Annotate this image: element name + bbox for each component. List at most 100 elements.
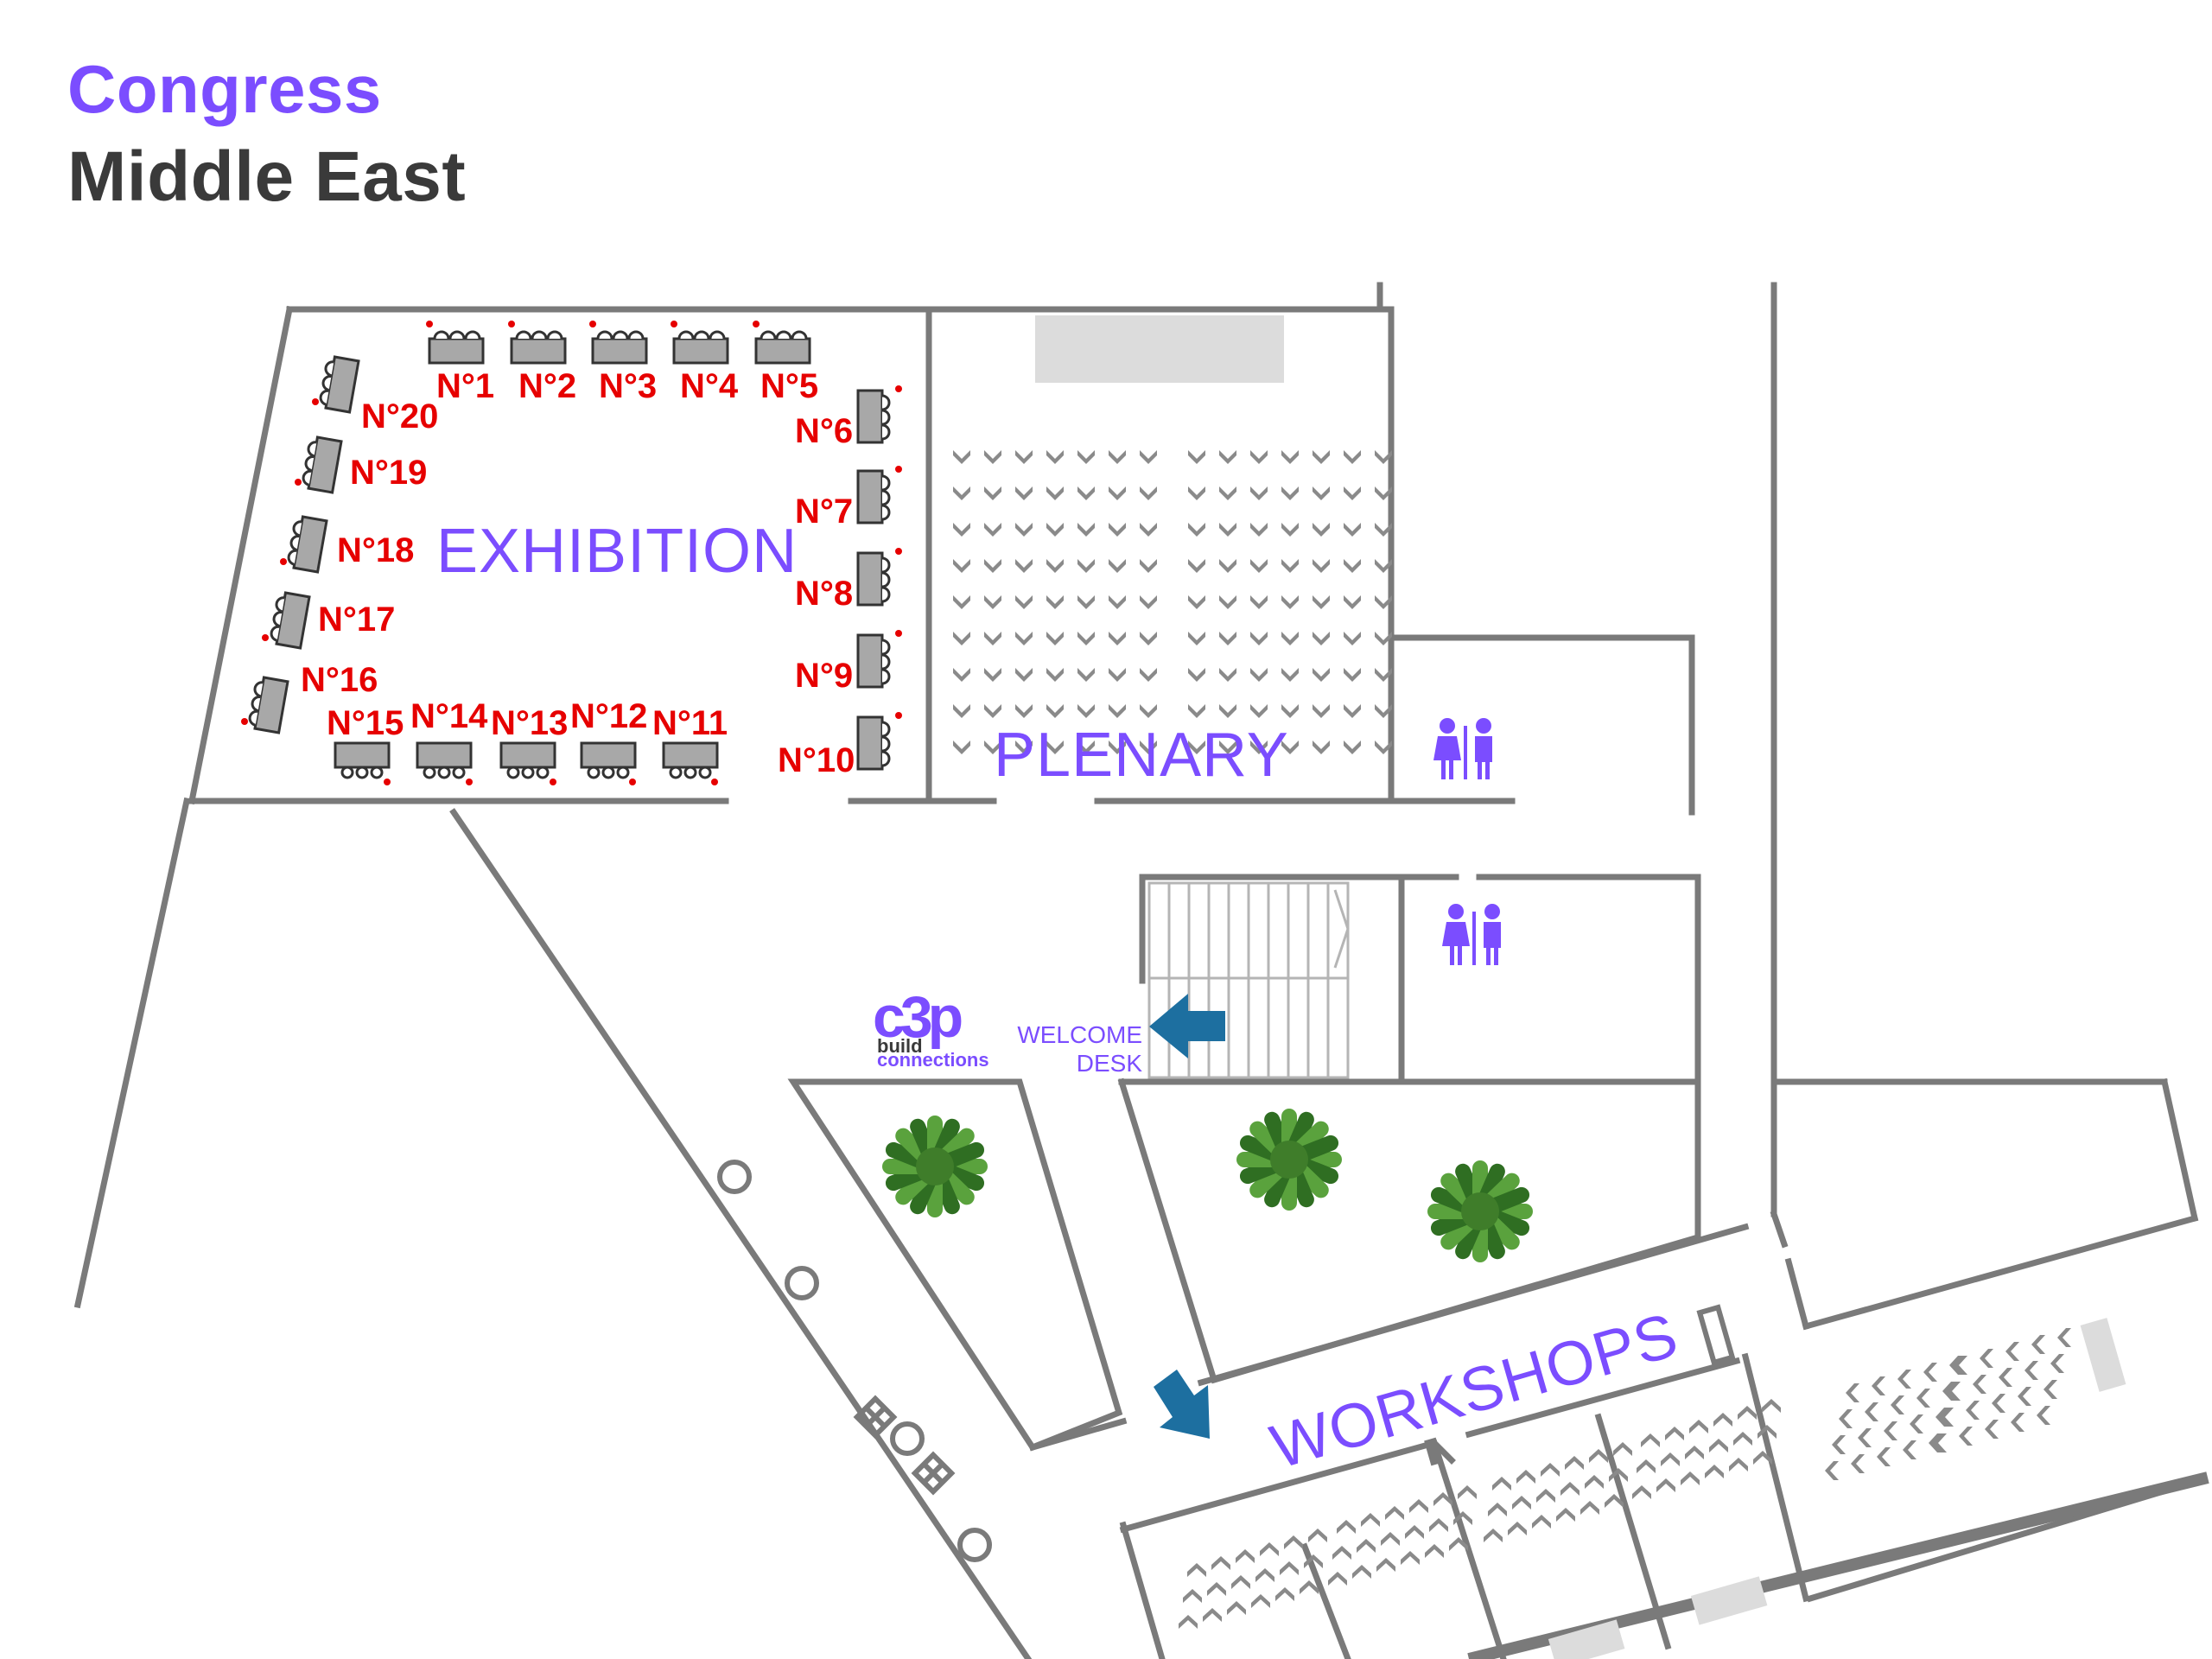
booth-17[interactable] bbox=[270, 591, 311, 650]
seat bbox=[1077, 450, 1095, 464]
seat bbox=[1077, 632, 1095, 645]
plant-icon bbox=[1236, 1109, 1342, 1211]
seat bbox=[1077, 559, 1095, 573]
seat bbox=[1313, 632, 1330, 645]
booth-7[interactable] bbox=[856, 469, 891, 524]
booth-table bbox=[499, 741, 556, 769]
build-connections-logo: c3p build connections bbox=[873, 984, 989, 1071]
booth-11[interactable] bbox=[662, 741, 719, 779]
seat bbox=[1999, 1368, 2012, 1387]
seat bbox=[1738, 1406, 1757, 1420]
booth-16[interactable] bbox=[248, 676, 289, 734]
seat bbox=[1565, 1456, 1584, 1470]
seat bbox=[2005, 1342, 2019, 1361]
seat bbox=[1250, 486, 1268, 500]
seat bbox=[1219, 668, 1236, 682]
seat bbox=[1140, 595, 1157, 609]
booth-label-2: N°2 bbox=[518, 367, 576, 405]
booth-marker bbox=[312, 398, 319, 405]
seat bbox=[1109, 668, 1126, 682]
booth-5[interactable] bbox=[754, 330, 811, 365]
booth-12[interactable] bbox=[580, 741, 637, 779]
seat bbox=[1046, 523, 1064, 537]
seat bbox=[984, 668, 1001, 682]
seat bbox=[1313, 668, 1330, 682]
booth-1[interactable] bbox=[428, 330, 485, 365]
booth-15[interactable] bbox=[334, 741, 391, 779]
seat bbox=[1832, 1435, 1846, 1454]
seat bbox=[1227, 1601, 1246, 1615]
seat bbox=[1376, 1558, 1395, 1572]
seat bbox=[984, 632, 1001, 645]
booth-marker bbox=[895, 385, 902, 392]
pillar-icon bbox=[957, 1528, 992, 1562]
booth-table bbox=[334, 741, 391, 769]
booth-2[interactable] bbox=[510, 330, 567, 365]
seat bbox=[1188, 595, 1205, 609]
seat bbox=[1183, 1589, 1202, 1603]
seat bbox=[1492, 1477, 1511, 1491]
booth-table bbox=[754, 337, 811, 365]
seat bbox=[1613, 1442, 1632, 1456]
booth-label-12: N°12 bbox=[570, 697, 647, 735]
seat bbox=[1260, 1542, 1279, 1556]
seat bbox=[1665, 1427, 1684, 1440]
seat bbox=[953, 632, 970, 645]
booth-19[interactable] bbox=[302, 435, 343, 494]
booth-marker bbox=[280, 558, 287, 565]
seat bbox=[1632, 1485, 1651, 1499]
seat bbox=[953, 523, 970, 537]
plants bbox=[882, 1109, 1533, 1262]
booth-label-18: N°18 bbox=[337, 531, 414, 569]
seat bbox=[1188, 523, 1205, 537]
booth-label-9: N°9 bbox=[795, 657, 853, 695]
seat bbox=[1140, 523, 1157, 537]
seat bbox=[1344, 632, 1361, 645]
booth-table bbox=[591, 337, 648, 365]
seat bbox=[1733, 1432, 1752, 1446]
seat bbox=[1313, 450, 1330, 464]
booth-9[interactable] bbox=[856, 633, 891, 689]
booth-14[interactable] bbox=[416, 741, 473, 779]
seat bbox=[2031, 1335, 2045, 1354]
seat bbox=[1187, 1563, 1206, 1577]
seat bbox=[1219, 595, 1236, 609]
plant-icon bbox=[882, 1116, 988, 1217]
seat bbox=[1585, 1475, 1604, 1489]
seat bbox=[953, 559, 970, 573]
seat bbox=[1015, 632, 1033, 645]
seat bbox=[1109, 559, 1126, 573]
seat bbox=[1015, 595, 1033, 609]
pillar-icon bbox=[717, 1160, 752, 1194]
arrow-left-icon bbox=[1149, 994, 1225, 1058]
seat bbox=[953, 486, 970, 500]
seat bbox=[1281, 668, 1299, 682]
booth-13[interactable] bbox=[499, 741, 556, 779]
seat bbox=[1219, 632, 1236, 645]
booth-10[interactable] bbox=[856, 715, 891, 771]
seat bbox=[1580, 1501, 1599, 1515]
seat bbox=[1313, 741, 1330, 754]
seat bbox=[1188, 632, 1205, 645]
booth-3[interactable] bbox=[591, 330, 648, 365]
seat bbox=[1219, 486, 1236, 500]
booth-18[interactable] bbox=[287, 515, 328, 574]
logo-mark: c3p bbox=[873, 984, 962, 1050]
booth-table bbox=[428, 337, 485, 365]
booth-4[interactable] bbox=[672, 330, 729, 365]
seat bbox=[1179, 1615, 1198, 1629]
booth-label-15: N°15 bbox=[327, 704, 404, 742]
seat bbox=[1516, 1470, 1535, 1484]
plenary-stage bbox=[1035, 315, 1284, 383]
booth-8[interactable] bbox=[856, 551, 891, 607]
seat bbox=[1352, 1565, 1371, 1579]
seat bbox=[1361, 1513, 1380, 1527]
booth-table bbox=[580, 741, 637, 769]
seat bbox=[2050, 1354, 2064, 1373]
seat bbox=[1077, 523, 1095, 537]
seat bbox=[1973, 1375, 1986, 1394]
booth-marker bbox=[241, 718, 248, 725]
booth-20[interactable] bbox=[319, 355, 360, 414]
booth-6[interactable] bbox=[856, 389, 891, 444]
